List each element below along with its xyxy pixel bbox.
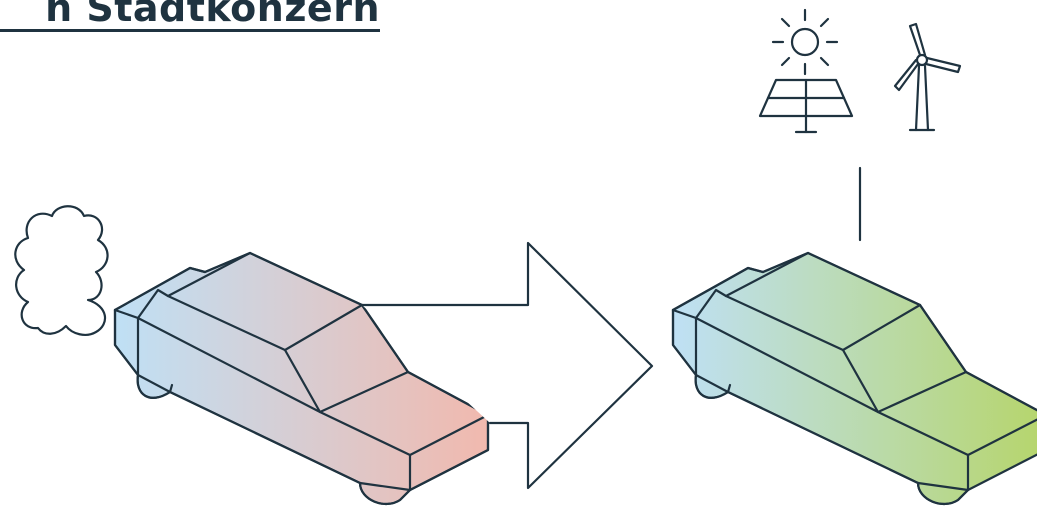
smoke-cloud-icon xyxy=(14,205,109,336)
sun-icon xyxy=(771,8,839,76)
title-underline xyxy=(0,29,380,32)
wind-turbine-icon xyxy=(893,22,962,132)
transition-arrow-icon xyxy=(360,241,654,490)
page-title-wrapper: n Stadtkonzern xyxy=(0,0,380,34)
page-title: n Stadtkonzern xyxy=(45,0,380,30)
electric-car-icon xyxy=(671,251,1037,506)
solar-panel-icon xyxy=(758,78,854,134)
combustion-car-icon xyxy=(113,251,490,506)
